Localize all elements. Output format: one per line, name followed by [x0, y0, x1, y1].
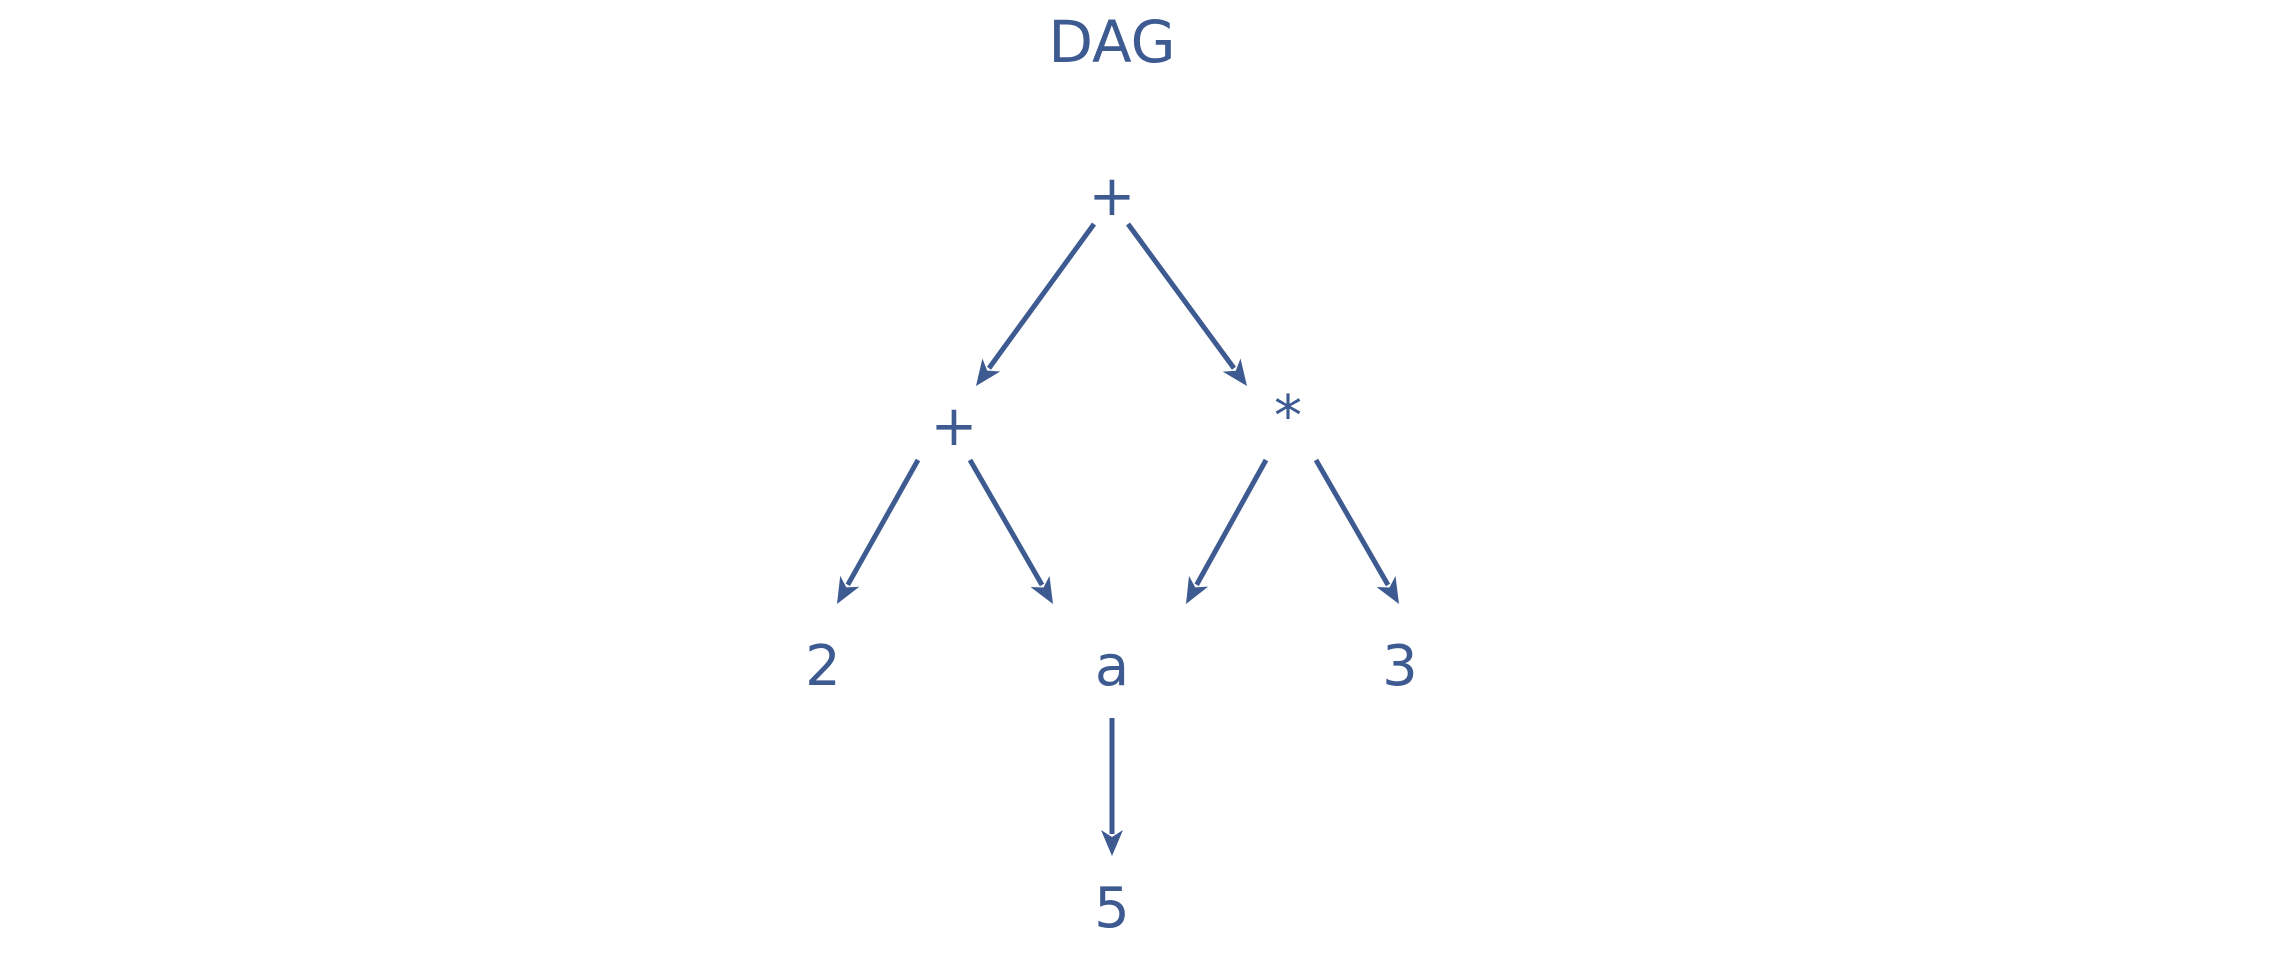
node-times: * [1274, 384, 1302, 449]
edge-times-to-three [1313, 458, 1399, 604]
arrowhead-icon [1186, 575, 1209, 604]
arrowhead-icon [1101, 830, 1123, 856]
edge-line [1313, 458, 1391, 587]
edges-layer [837, 222, 1399, 856]
edge-line [1125, 222, 1236, 370]
edge-left_plus-to-a [967, 458, 1053, 604]
arrowhead-icon [1030, 576, 1053, 604]
arrowhead-icon [1376, 576, 1399, 604]
edge-times-to-a [1186, 458, 1269, 604]
arrowhead-icon [837, 575, 860, 604]
node-five: 5 [1094, 876, 1130, 941]
nodes-layer: + + * 2 a 3 5 [805, 164, 1418, 941]
edge-line [845, 458, 921, 587]
node-root-plus: + [1089, 164, 1136, 229]
edge-left_plus-to-two [837, 458, 921, 604]
node-left-plus: + [931, 394, 978, 459]
edge-line [986, 222, 1097, 370]
diagram-title: DAG [1048, 8, 1175, 76]
edge-root_plus-to-left_plus [976, 222, 1097, 386]
node-three: 3 [1382, 634, 1418, 699]
edge-line [1194, 458, 1269, 586]
node-a: a [1095, 634, 1129, 699]
edge-line [967, 458, 1045, 587]
edge-a-to-five [1101, 718, 1123, 856]
arrowhead-icon [976, 358, 1001, 386]
edge-root_plus-to-times [1125, 222, 1247, 386]
arrowhead-icon [1222, 358, 1247, 386]
node-two: 2 [805, 634, 841, 699]
